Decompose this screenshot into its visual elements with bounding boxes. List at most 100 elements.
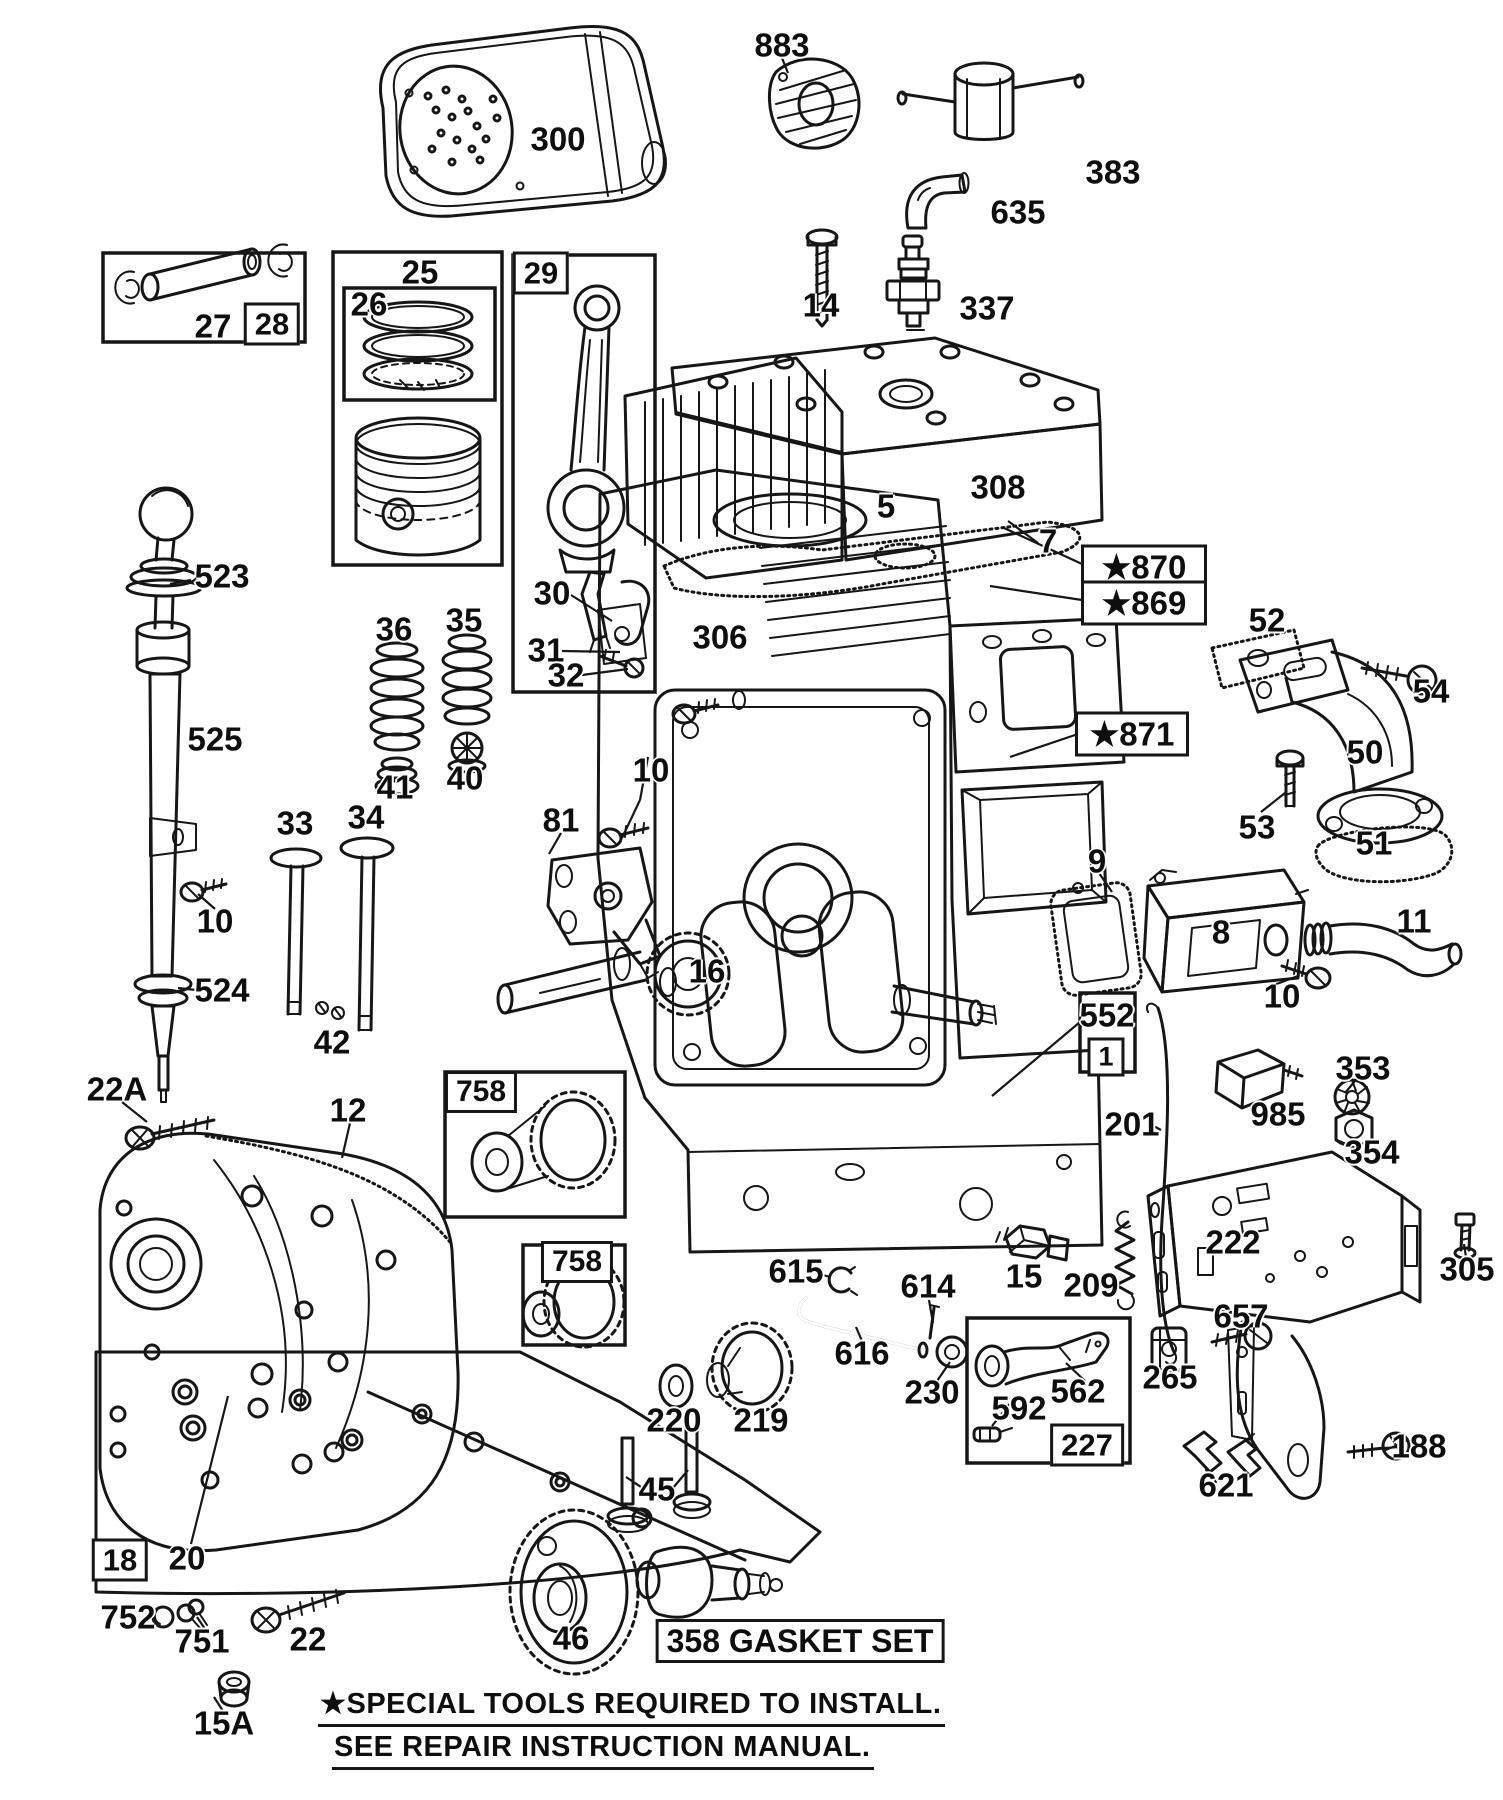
part-label-15A: 15A <box>193 1704 255 1742</box>
clips-621-illustration <box>1182 1430 1262 1483</box>
part-label-300: 300 <box>530 120 586 158</box>
spring-209-illustration <box>1114 1210 1136 1311</box>
intake-port-face-illustration <box>948 616 1126 774</box>
bolt-22-illustration <box>250 1589 346 1634</box>
part-label-14: 14 <box>802 286 840 324</box>
part-label-53: 53 <box>1238 808 1276 846</box>
part-label-657: 657 <box>1213 1297 1269 1335</box>
part-label-15: 15 <box>1005 1257 1043 1295</box>
part-label-gasket_set: 358 GASKET SET <box>655 1619 945 1663</box>
screw-10-breather-illustration <box>1280 959 1332 990</box>
part-label-523: 523 <box>194 557 250 595</box>
shaft-616-illustration <box>797 1296 929 1359</box>
part-label-46: 46 <box>552 1619 590 1657</box>
part-label-42: 42 <box>313 1023 351 1061</box>
part-label-758b: 758 <box>540 1241 614 1283</box>
valves-illustration <box>269 836 395 1032</box>
part-label-41: 41 <box>376 768 414 806</box>
footnote-line-1: ★SPECIAL TOOLS REQUIRED TO INSTALL. <box>318 1686 946 1727</box>
part-label-28: 28 <box>243 302 301 346</box>
part-label-883: 883 <box>754 26 810 64</box>
part-label-27: 27 <box>194 307 232 345</box>
part-label-34: 34 <box>347 798 385 836</box>
exhaust-pipe-50-illustration <box>1210 628 1454 884</box>
crankshaft-16-illustration <box>496 890 997 1068</box>
clip-615-illustration <box>827 1266 858 1296</box>
part-label-33: 33 <box>276 804 314 842</box>
oil-slinger-219-illustration <box>658 1321 794 1415</box>
part-label-7: 7 <box>1038 522 1058 560</box>
oil-dipstick-illustration <box>125 486 203 1103</box>
part-label-188: 188 <box>1391 1427 1447 1465</box>
camshaft-46-illustration <box>508 1508 783 1676</box>
valve-springs-illustration <box>369 633 493 796</box>
part-label-209: 209 <box>1063 1266 1119 1304</box>
part-label-201: 201 <box>1104 1105 1160 1143</box>
control-bracket-222-illustration <box>1146 1150 1422 1500</box>
part-label-52: 52 <box>1248 601 1286 639</box>
part-label-50: 50 <box>1346 733 1384 771</box>
part-label-220: 220 <box>646 1401 702 1439</box>
muffler-gasket-883-illustration <box>767 57 861 150</box>
part-label-621: 621 <box>1198 1466 1254 1504</box>
part-label-562: 562 <box>1050 1372 1106 1410</box>
part-label-22: 22 <box>289 1620 327 1658</box>
part-label-305: 305 <box>1439 1250 1495 1288</box>
part-label-222: 222 <box>1205 1223 1261 1261</box>
footnote-line-2: SEE REPAIR INSTRUCTION MANUAL. <box>332 1731 875 1770</box>
base-gasket-20-illustration <box>94 1350 822 1596</box>
muffler-illustration <box>378 24 667 218</box>
part-label-230: 230 <box>904 1373 960 1411</box>
clip-nut-265-illustration <box>1150 1326 1188 1372</box>
part-label-5: 5 <box>876 487 896 525</box>
part-label-227: 227 <box>1050 1423 1124 1467</box>
part-label-30: 30 <box>533 574 571 612</box>
part-label-10b: 10 <box>632 751 670 789</box>
part-label-star869: ★869 <box>1081 580 1207 626</box>
part-label-star871: ★871 <box>1075 711 1189 757</box>
part-label-45: 45 <box>638 1470 676 1508</box>
part-label-354: 354 <box>1344 1133 1400 1171</box>
part-label-18: 18 <box>91 1538 149 1582</box>
part-label-29: 29 <box>512 251 570 295</box>
part-label-615: 615 <box>768 1252 824 1290</box>
spark-plug-boot-635-illustration <box>905 172 970 230</box>
part-label-25: 25 <box>401 253 439 291</box>
part-label-20: 20 <box>168 1539 206 1577</box>
part-label-758a: 758 <box>444 1071 518 1113</box>
part-label-337: 337 <box>959 289 1015 327</box>
footnote: ★SPECIAL TOOLS REQUIRED TO INSTALL. SEE … <box>318 1686 946 1770</box>
part-label-9: 9 <box>1087 842 1107 880</box>
tappets-45-illustration <box>606 1426 712 1533</box>
part-label-40: 40 <box>446 759 484 797</box>
crankcase-cover-12-illustration <box>98 1131 460 1553</box>
part-label-35: 35 <box>445 601 483 639</box>
part-label-524: 524 <box>194 971 250 1009</box>
part-label-11: 11 <box>1396 902 1432 940</box>
part-label-36: 36 <box>375 610 413 648</box>
screw-657-illustration <box>1210 1321 1273 1351</box>
part-label-16: 16 <box>688 952 726 990</box>
part-label-54: 54 <box>1412 672 1450 710</box>
part-label-12: 12 <box>329 1091 367 1129</box>
part-label-1: 1 <box>1087 1037 1125 1077</box>
breather-cavity-illustration <box>960 780 1108 916</box>
part-label-51: 51 <box>1355 824 1393 862</box>
part-label-614: 614 <box>900 1267 956 1305</box>
cylinder-block-306-illustration <box>596 468 1104 1254</box>
part-label-985: 985 <box>1250 1095 1306 1133</box>
bolt-22A-illustration <box>124 1116 216 1151</box>
part-label-81: 81 <box>542 801 580 839</box>
spark-plug-wrench-383-illustration <box>896 61 1085 141</box>
part-label-10c: 10 <box>1263 977 1301 1015</box>
screw-10-dipstick-illustration <box>179 878 228 903</box>
part-label-635: 635 <box>990 193 1046 231</box>
part-label-353: 353 <box>1335 1049 1391 1087</box>
part-label-219: 219 <box>733 1401 789 1439</box>
head-bolt-14-illustration <box>805 228 839 328</box>
hex-nut-354-illustration <box>1334 1108 1374 1150</box>
screw-10-cylinder-illustration <box>671 690 746 725</box>
part-label-306: 306 <box>692 618 748 656</box>
